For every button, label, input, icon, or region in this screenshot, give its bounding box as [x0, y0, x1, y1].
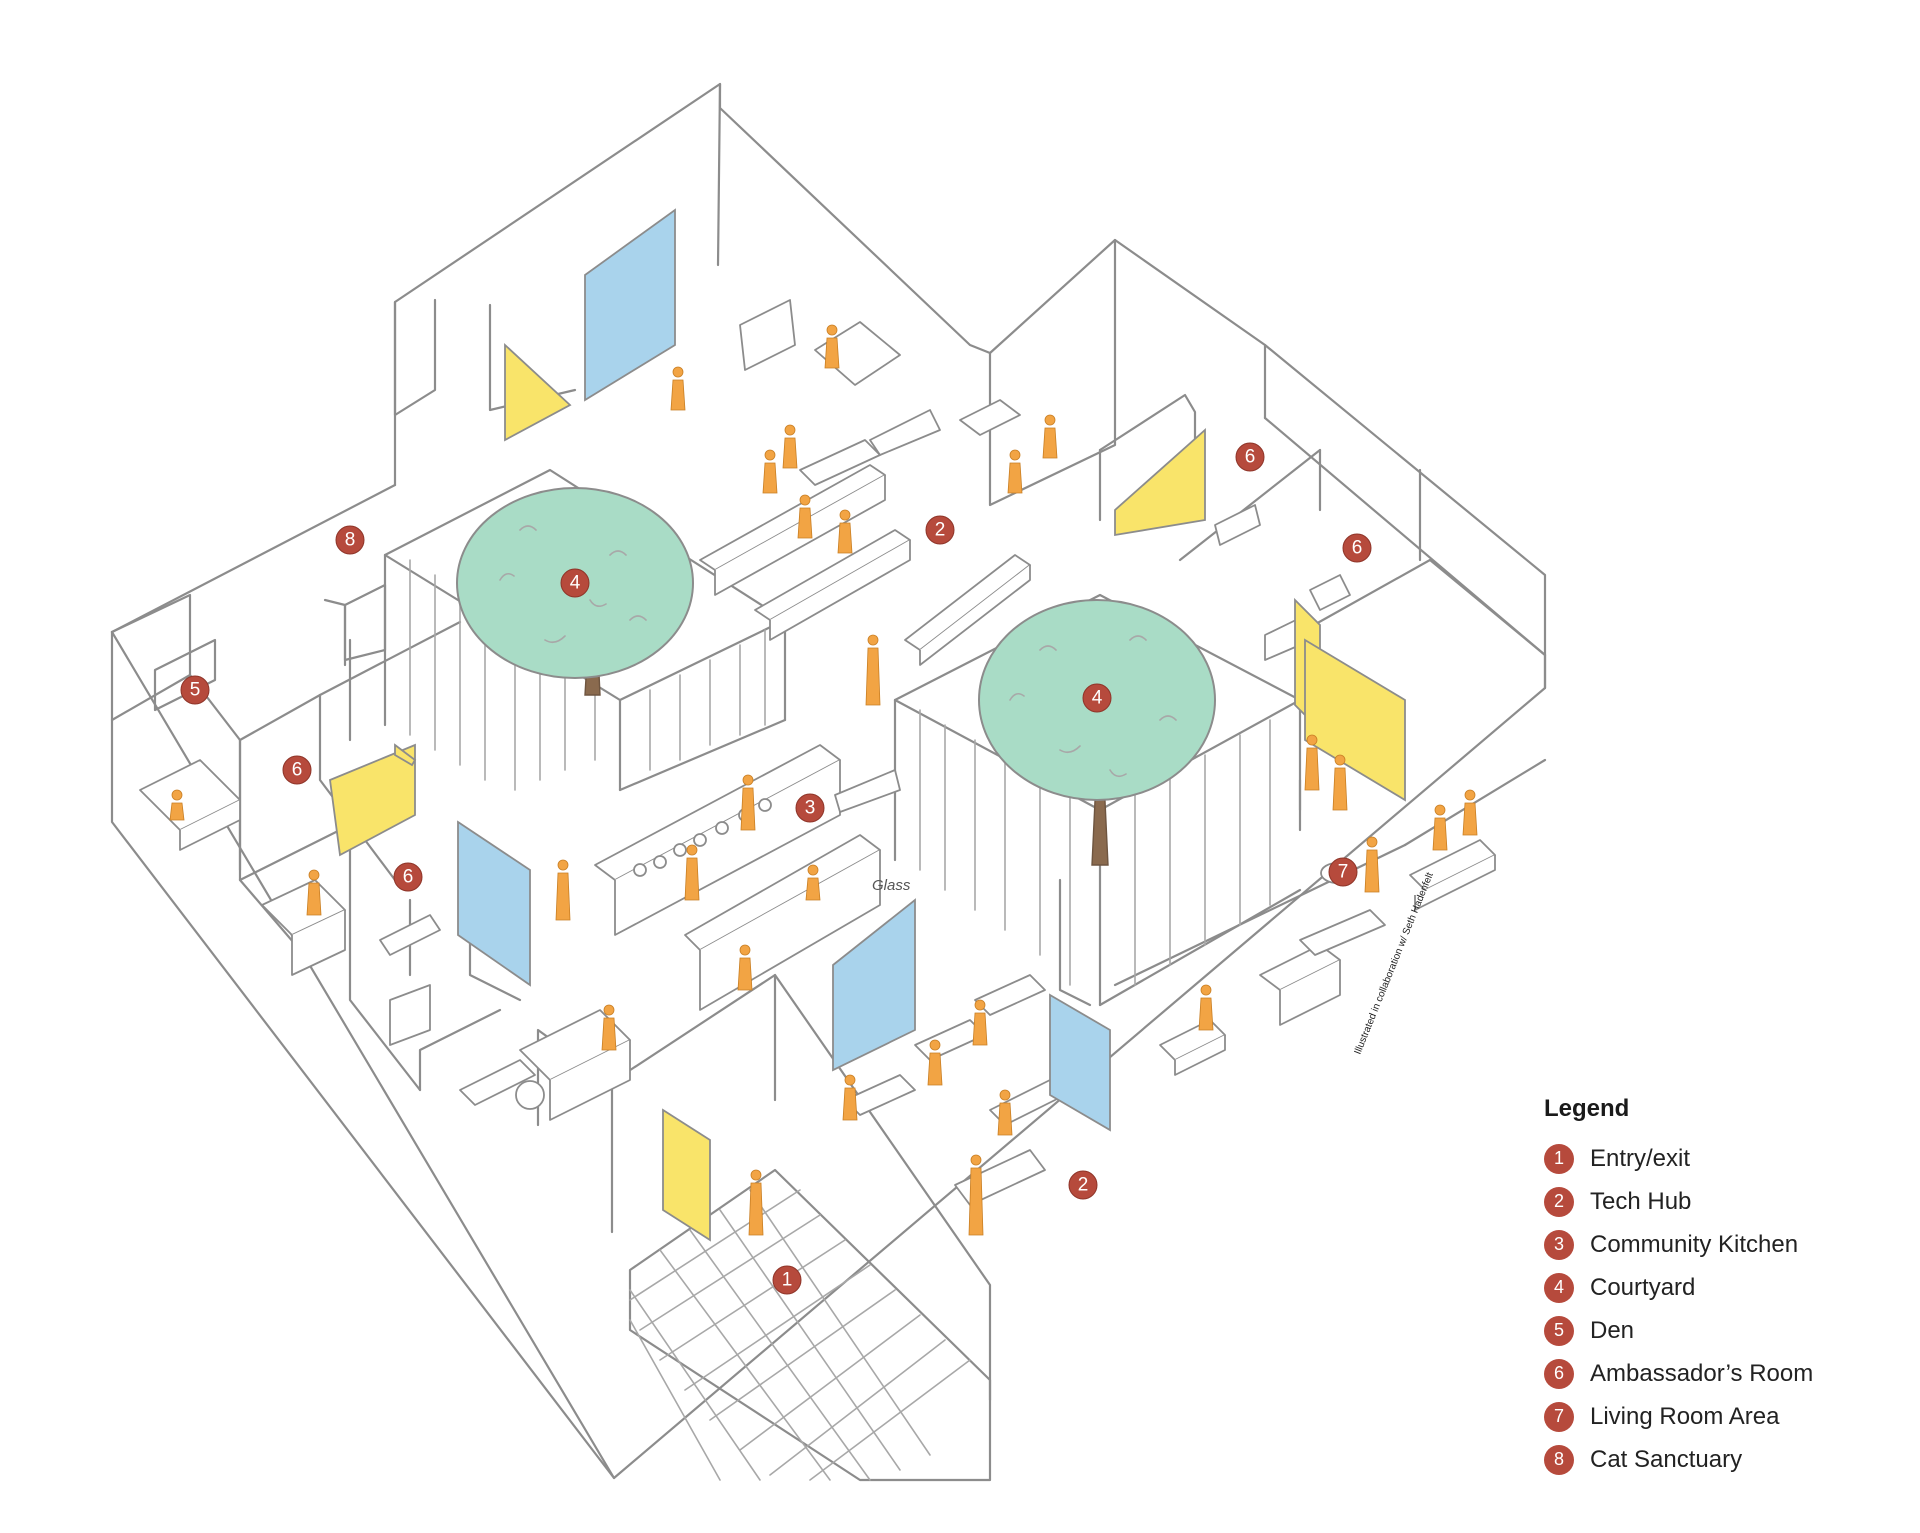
legend-label: Entry/exit [1590, 1144, 1691, 1172]
person-figure [1462, 789, 1478, 836]
person-figure [748, 1169, 764, 1236]
legend-label: Living Room Area [1590, 1402, 1780, 1430]
person-figure [684, 844, 700, 901]
plan-badge-kitchen: 3 [795, 793, 825, 823]
plan-badge-ambassador-left-lower: 6 [393, 862, 423, 892]
svg-text:8: 8 [345, 530, 356, 551]
legend-item-community-kitchen: 3 Community Kitchen [1532, 1223, 1892, 1266]
person-figure [169, 789, 185, 821]
legend-badge: 4 [1544, 1272, 1574, 1303]
plan-badge-tech-hub-bottom: 2 [1068, 1170, 1098, 1200]
plan-badge-ambassador-right: 6 [1342, 533, 1372, 563]
person-figure [555, 859, 571, 921]
plan-badge-ambassador-left-upper: 6 [282, 755, 312, 785]
glass-annotation: Glass [872, 877, 911, 894]
legend-title: Legend [1544, 1095, 1630, 1122]
plan-badge-courtyard-right: 4 [1082, 683, 1112, 713]
plan-badge-ambassador-top-right: 6 [1235, 442, 1265, 472]
legend-badge: 5 [1544, 1315, 1574, 1346]
legend-label: Ambassador’s Room [1590, 1359, 1814, 1387]
den-furniture [139, 759, 631, 1121]
person-figure [1432, 804, 1448, 851]
person-figure [1304, 734, 1320, 791]
legend-badge: 7 [1544, 1401, 1574, 1432]
person-figure [824, 324, 840, 369]
tech-hub-bottom-furniture [844, 974, 1226, 1206]
plan-badge-tech-hub-top: 2 [925, 515, 955, 545]
svg-text:2: 2 [1078, 1175, 1089, 1196]
legend-badge: 3 [1544, 1229, 1574, 1260]
legend-label: Tech Hub [1590, 1187, 1692, 1215]
plan-badge-living-room: 7 [1328, 857, 1358, 887]
plan-badge-cat-sanctuary: 8 [335, 525, 365, 555]
yellow-doors [329, 342, 1406, 1242]
legend-badge: 8 [1544, 1444, 1574, 1475]
person-figure [837, 509, 853, 554]
legend-badge: 6 [1544, 1358, 1574, 1389]
legend-item-living-room-area: 7 Living Room Area [1532, 1395, 1892, 1438]
svg-text:1: 1 [782, 1270, 793, 1291]
person-figure [972, 999, 988, 1046]
svg-text:2: 2 [935, 520, 946, 541]
person-figure [601, 1004, 617, 1051]
person-figure [968, 1154, 984, 1236]
illustration-credit: Illustrated in collaboration w/ Seth Had… [1353, 871, 1436, 1056]
person-figure [670, 366, 686, 411]
person-figure [740, 774, 756, 831]
person-figure [927, 1039, 943, 1086]
legend-item-cat-sanctuary: 8 Cat Sanctuary [1532, 1438, 1892, 1481]
person-figure [1198, 984, 1214, 1031]
legend: Legend 1 Entry/exit 2 Tech Hub 3 Communi… [1532, 1095, 1892, 1481]
person-figure [1364, 836, 1380, 893]
legend-label: Cat Sanctuary [1590, 1445, 1743, 1473]
svg-text:4: 4 [570, 573, 581, 594]
person-figure [306, 869, 322, 916]
legend-badge: 1 [1544, 1143, 1574, 1174]
legend-item-entry: 1 Entry/exit [1532, 1137, 1892, 1180]
person-figure [1007, 449, 1023, 494]
plan-badge-courtyard-left: 4 [560, 568, 590, 598]
entry-tile-floor [628, 1168, 992, 1482]
svg-text:6: 6 [292, 760, 303, 781]
legend-item-courtyard: 4 Courtyard [1532, 1266, 1892, 1309]
person-figure [1042, 414, 1058, 459]
person-figure [797, 494, 813, 539]
interior-walls [110, 298, 1547, 1402]
person-figure [805, 864, 821, 901]
legend-item-den: 5 Den [1532, 1309, 1892, 1352]
person-figure [865, 634, 881, 706]
legend-label: Community Kitchen [1590, 1230, 1799, 1258]
person-figure [842, 1074, 858, 1121]
legend-label: Den [1590, 1316, 1635, 1344]
legend-badge: 2 [1544, 1186, 1574, 1217]
legend-item-ambassadors-room: 6 Ambassador’s Room [1532, 1352, 1892, 1395]
svg-text:4: 4 [1092, 688, 1103, 709]
svg-text:6: 6 [1245, 447, 1256, 468]
plan-badge-entry: 1 [772, 1265, 802, 1295]
legend-item-tech-hub: 2 Tech Hub [1532, 1180, 1892, 1223]
living-room-furniture [1214, 504, 1496, 1026]
svg-text:6: 6 [1352, 538, 1363, 559]
person-figure [1332, 754, 1348, 811]
person-figure [762, 449, 778, 494]
people [169, 324, 1478, 1236]
person-figure [782, 424, 798, 469]
tree-right [978, 599, 1216, 866]
svg-text:7: 7 [1338, 862, 1349, 883]
person-figure [737, 944, 753, 991]
tech-hub-top-furniture [699, 299, 1031, 666]
svg-text:5: 5 [190, 680, 201, 701]
legend-label: Courtyard [1590, 1273, 1696, 1301]
svg-text:3: 3 [805, 798, 816, 819]
plan-badge-den: 5 [180, 675, 210, 705]
blue-panels [457, 208, 1111, 1132]
person-figure [997, 1089, 1013, 1136]
svg-text:6: 6 [403, 867, 414, 888]
